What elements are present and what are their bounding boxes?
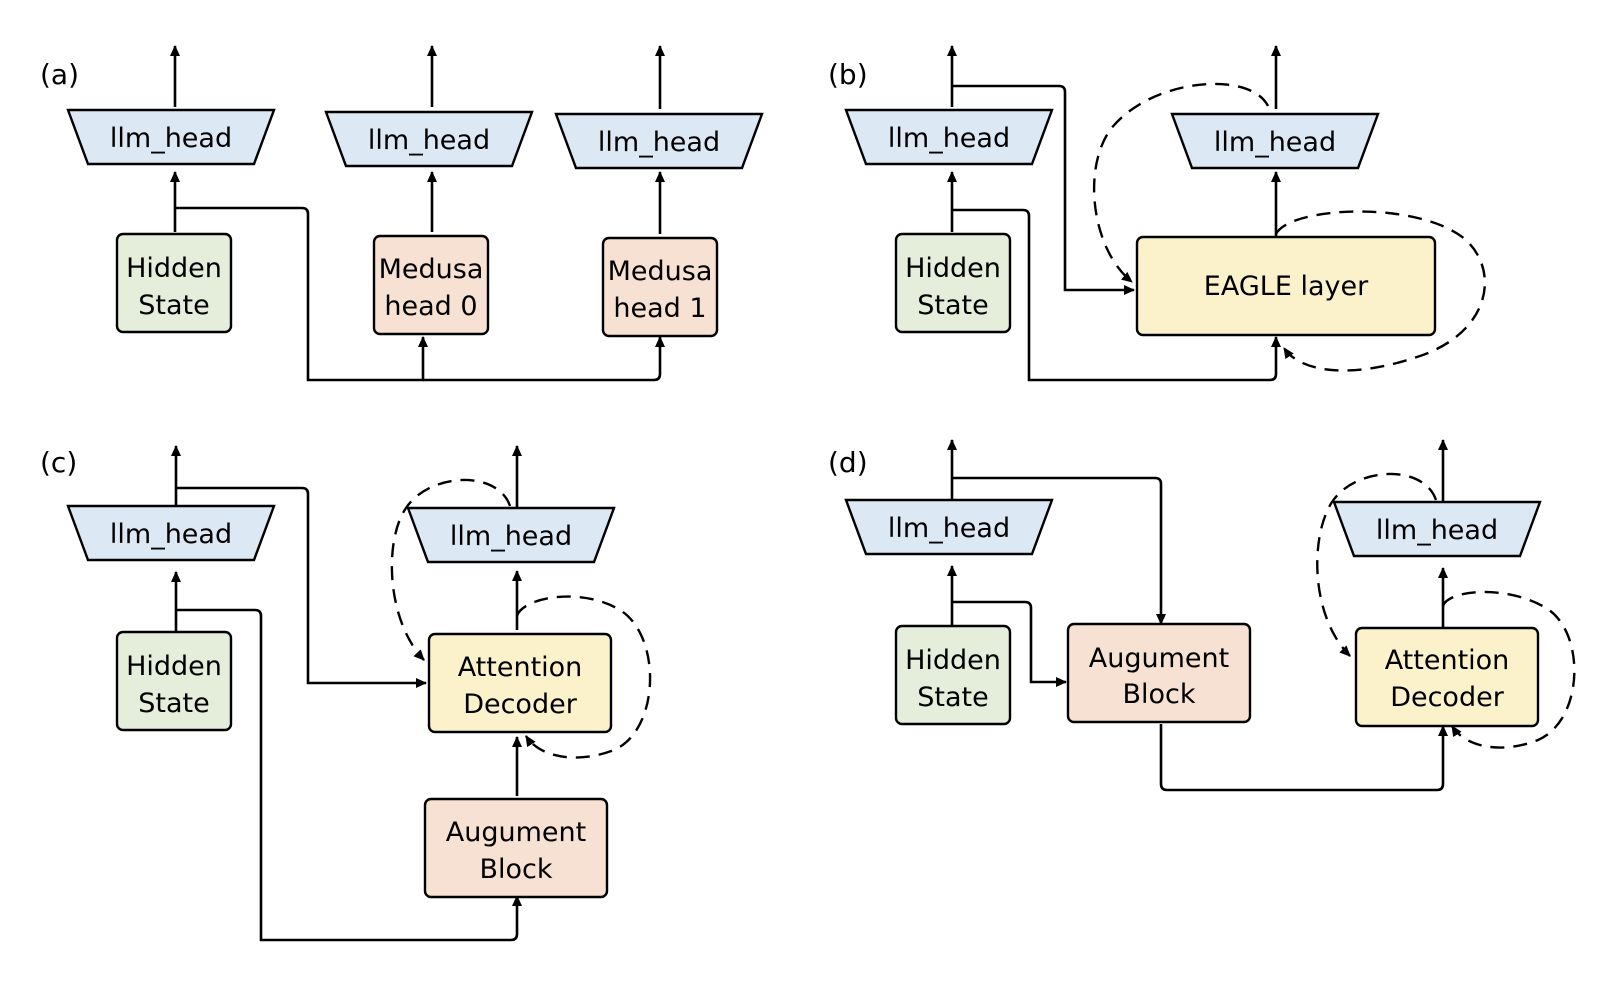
edge-output-to-augument (952, 476, 1166, 625)
eagle-layer-box (1135, 235, 1437, 337)
llm-head-label: llm_head (888, 123, 1010, 154)
llm-head-block (324, 110, 534, 168)
llm-head-label: llm_head (450, 521, 572, 552)
attention-decoder-box (1354, 626, 1540, 728)
hidden-state-line1: Hidden (905, 645, 1001, 676)
attention-decoder-line2: Decoder (1390, 682, 1505, 713)
hidden-state-box (115, 630, 233, 732)
dashed-feedback-right (1274, 210, 1487, 372)
llm-head-block (1170, 112, 1380, 170)
augument-block-line1: Augument (1089, 643, 1229, 674)
panel-d-label: (d) (828, 446, 868, 479)
augument-block-box (1066, 622, 1252, 724)
attention-decoder-line1: Attention (458, 652, 583, 683)
llm-head-label: llm_head (110, 123, 232, 154)
llm-head-block (554, 112, 764, 170)
hidden-state-line2: State (138, 688, 209, 719)
panel-b: (b) llm_head llm_head Hidden State EAGLE… (828, 45, 1487, 382)
attention-decoder-box (427, 632, 613, 734)
eagle-layer-label: EAGLE layer (1204, 271, 1369, 302)
llm-head-label: llm_head (598, 127, 720, 158)
hidden-state-line2: State (917, 290, 988, 321)
dashed-feedback-top (390, 478, 512, 661)
hidden-state-box (894, 624, 1012, 726)
dashed-feedback-right (1441, 590, 1576, 749)
llm-head-block (844, 108, 1054, 166)
medusa-head-0-line2: head 0 (384, 291, 477, 322)
augument-block-line2: Block (1122, 679, 1195, 710)
llm-head-label: llm_head (888, 513, 1010, 544)
llm-head-label: llm_head (110, 519, 232, 550)
medusa-head-1-box (601, 236, 719, 338)
panel-c-label: (c) (40, 446, 77, 479)
augument-block-line1: Augument (446, 817, 586, 848)
medusa-head-0-line1: Medusa (379, 254, 484, 285)
llm-head-block (1332, 500, 1542, 558)
panel-a-label: (a) (40, 58, 79, 91)
edge-output-to-attention (176, 486, 427, 688)
attention-decoder-line2: Decoder (463, 689, 578, 720)
attention-decoder-line1: Attention (1385, 645, 1510, 676)
hidden-state-line1: Hidden (126, 253, 222, 284)
edge-output-to-eagle (952, 84, 1135, 295)
llm-head-label: llm_head (1376, 515, 1498, 546)
augument-block-line2: Block (479, 854, 552, 885)
dashed-feedback-top (1316, 472, 1438, 657)
llm-head-label: llm_head (1214, 127, 1336, 158)
edge-hidden-to-augument (176, 608, 522, 942)
panel-c: (c) llm_head llm_head Hidden State Atten… (40, 445, 652, 942)
llm-head-block (844, 498, 1054, 556)
llm-head-block (66, 108, 276, 166)
hidden-state-box (115, 232, 233, 334)
hidden-state-line1: Hidden (126, 651, 222, 682)
hidden-state-box (894, 232, 1012, 334)
medusa-head-1-line2: head 1 (613, 293, 706, 324)
edge-hidden-to-augument (952, 600, 1067, 687)
hidden-state-line1: Hidden (905, 253, 1001, 284)
edge-augument-to-attention (1159, 724, 1448, 792)
llm-head-block (66, 504, 276, 562)
panel-b-label: (b) (828, 58, 868, 91)
panel-d: (d) llm_head llm_head Hidden State Augum… (828, 439, 1576, 792)
augument-block-box (423, 797, 609, 899)
edge-hidden-to-medusa0 (175, 206, 428, 382)
medusa-head-1-line1: Medusa (608, 256, 713, 287)
dashed-feedback-right (515, 595, 652, 759)
llm-head-label: llm_head (368, 125, 490, 156)
hidden-state-line2: State (917, 682, 988, 713)
hidden-state-line2: State (138, 290, 209, 321)
edge-hidden-to-medusa1 (423, 336, 665, 382)
llm-head-block (406, 506, 616, 564)
edge-hidden-to-eagle (952, 208, 1281, 382)
panel-a: (a) llm_head llm_head llm_head Hidden St… (40, 45, 764, 382)
medusa-head-0-box (372, 234, 490, 336)
